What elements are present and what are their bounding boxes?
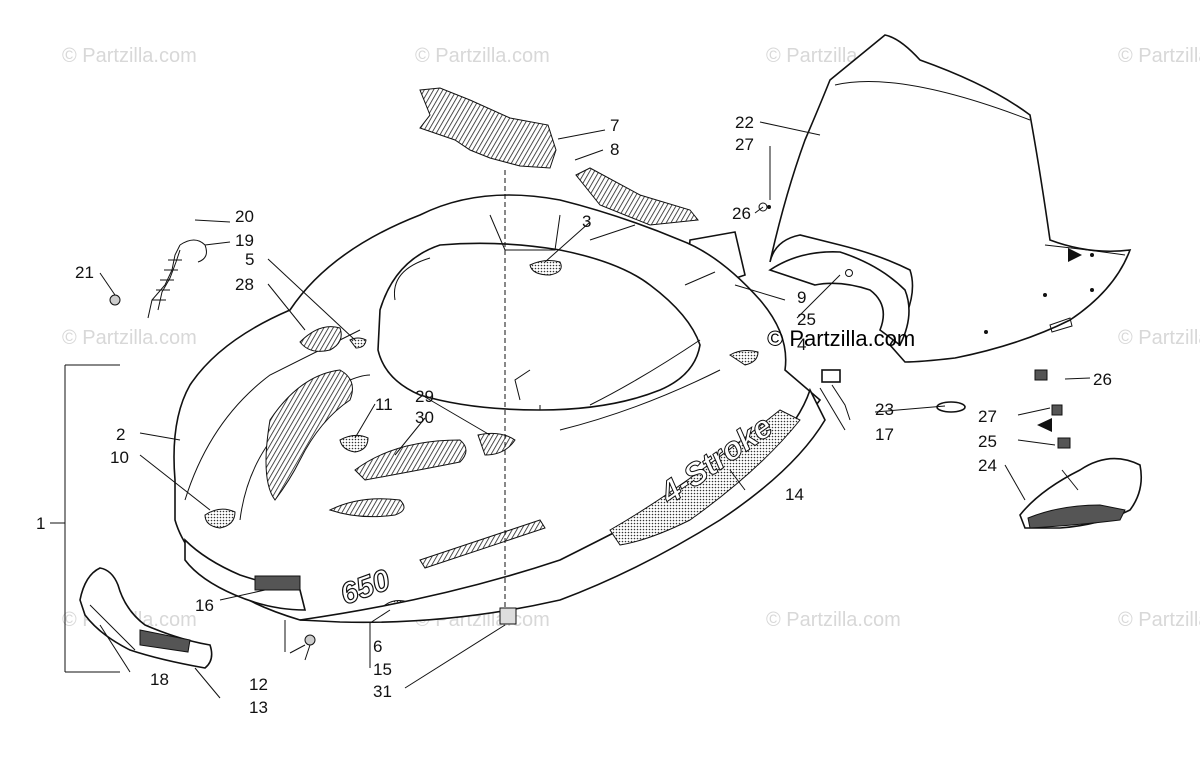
- callout-29: 29: [415, 387, 434, 406]
- callout-labels: 1 2 3 5 6 7 8 9 10 11 12 13 14 15 16 17 …: [36, 113, 1112, 717]
- callout-18: 18: [150, 670, 169, 689]
- watermark-main: © Partzilla.com: [767, 326, 915, 351]
- callout-3: 3: [582, 212, 591, 231]
- callout-25: 25: [797, 310, 816, 329]
- callout-20: 20: [235, 207, 254, 226]
- callout-10: 10: [110, 448, 129, 467]
- watermark: © Partzilla.com: [1118, 609, 1200, 631]
- callout-16: 16: [195, 596, 214, 615]
- hardware: [304, 202, 1071, 646]
- callout-25: 25: [978, 432, 997, 451]
- callout-24: 24: [978, 456, 997, 475]
- callout-9: 9: [797, 288, 806, 307]
- callout-12: 12: [249, 675, 268, 694]
- watermark: © Partzilla.com: [1118, 45, 1200, 67]
- callout-11: 11: [375, 395, 393, 414]
- callout-14: 14: [785, 485, 804, 504]
- callout-27: 27: [735, 135, 754, 154]
- watermark: © Partzilla.com: [62, 327, 197, 349]
- callout-19: 19: [235, 231, 254, 250]
- callout-31: 31: [373, 682, 392, 701]
- callout-17: 17: [875, 425, 894, 444]
- callout-13: 13: [249, 698, 268, 717]
- headlight-lens: [1019, 457, 1143, 529]
- callout-6: 6: [373, 637, 382, 656]
- callout-4: 4: [797, 335, 806, 354]
- leader-lines: [50, 121, 1091, 699]
- callout-26: 26: [1093, 370, 1112, 389]
- hood-spring: [109, 239, 207, 319]
- callout-5: 5: [245, 250, 254, 269]
- callout-27: 27: [978, 407, 997, 426]
- callout-30: 30: [415, 408, 434, 427]
- callout-22: 22: [735, 113, 754, 132]
- callout-23: 23: [875, 400, 894, 419]
- callout-8: 8: [610, 140, 619, 159]
- watermark: © Partzilla.com: [1118, 327, 1200, 349]
- callout-15: 15: [373, 660, 392, 679]
- top-decals: [419, 87, 699, 226]
- callout-2: 2: [116, 425, 125, 444]
- watermark: © Partzilla.com: [766, 609, 901, 631]
- watermark: © Partzilla.com: [415, 45, 550, 67]
- callout-21: 21: [75, 263, 94, 282]
- watermark: © Partzilla.com: [62, 45, 197, 67]
- windshield: [769, 34, 1132, 363]
- callout-28: 28: [235, 275, 254, 294]
- callout-1: 1: [36, 514, 45, 533]
- callout-7: 7: [610, 116, 619, 135]
- callout-26: 26: [732, 204, 751, 223]
- latch-strap: [79, 567, 213, 669]
